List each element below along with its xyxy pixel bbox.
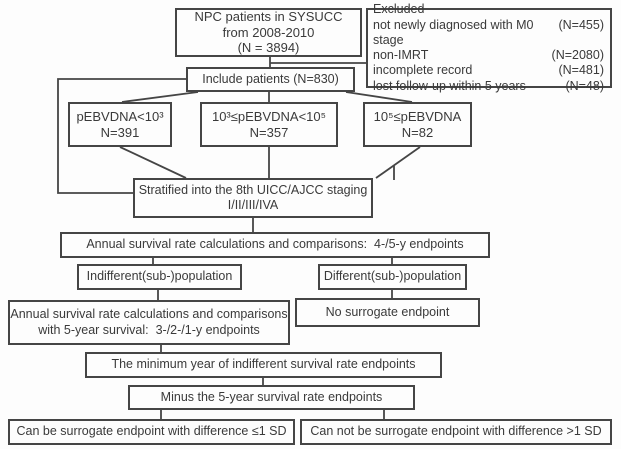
excluded-item-row: incomplete record (N=481) <box>373 63 604 78</box>
node-different-text: Different(sub-)population <box>323 269 462 284</box>
connector-ebv-high-to-stratified <box>375 146 421 179</box>
node-stratified-staging: Stratified into the 8th UICC/AJCC stagin… <box>133 178 373 218</box>
node-ebv-mid: 10³≤pEBVDNA<10⁵ N=357 <box>200 102 338 147</box>
node-ebv-high: 10⁵≤pEBVDNA N=82 <box>363 102 472 147</box>
connector-include-left-route-to-stratified <box>57 78 186 194</box>
node-ebv-high-line-1: 10⁵≤pEBVDNA <box>373 108 462 124</box>
node-can-be-surrogate-text: Can be surrogate endpoint with differenc… <box>16 424 287 439</box>
node-ebv-mid-line-2: N=357 <box>249 124 289 140</box>
excluded-item-label: not newly diagnosed with M0 stage <box>373 17 537 47</box>
node-indifferent-population: Indifferent(sub-)population <box>77 264 242 290</box>
excluded-item-count: (N=481) <box>558 63 604 78</box>
node-ebv-low-line-2: N=391 <box>100 124 140 140</box>
connector-ebv-low-to-stratified <box>119 146 187 179</box>
node-minimum-year-text: The minimum year of indifferent survival… <box>111 357 416 372</box>
node-npc-line-2: from 2008-2010 <box>222 24 315 40</box>
node-no-surrogate-endpoint: No surrogate endpoint <box>295 298 480 327</box>
node-npc-patients: NPC patients in SYSUCC from 2008-2010 (N… <box>175 8 362 57</box>
node-indifferent-text: Indifferent(sub-)population <box>86 269 233 284</box>
connector-lines <box>57 57 421 419</box>
connector-include-to-ebv-high <box>345 91 413 103</box>
node-ebv-low: pEBVDNA<10³ N=391 <box>68 102 172 147</box>
node-annual-45-text: Annual survival rate calculations and co… <box>86 237 464 252</box>
node-include-text: Include patients (N=830) <box>202 71 339 86</box>
node-annual-321-line-1: Annual survival rate calculations and co… <box>10 307 288 322</box>
excluded-item-label: lost follow-up within 5 years <box>373 78 526 93</box>
node-different-population: Different(sub-)population <box>318 264 467 290</box>
node-excluded: Excluded not newly diagnosed with M0 sta… <box>366 2 612 93</box>
node-cannot-be-surrogate-text: Can not be surrogate endpoint with diffe… <box>310 424 602 439</box>
node-ebv-mid-line-1: 10³≤pEBVDNA<10⁵ <box>211 108 327 124</box>
node-ebv-low-line-1: pEBVDNA<10³ <box>76 108 164 124</box>
node-npc-line-3: (N = 3894) <box>237 40 300 56</box>
node-minimum-year: The minimum year of indifferent survival… <box>85 352 442 378</box>
excluded-item-row: non-IMRT (N=2080) <box>373 48 604 63</box>
node-npc-line-1: NPC patients in SYSUCC <box>194 8 343 24</box>
excluded-item-count: (N=455) <box>558 17 604 32</box>
node-can-be-surrogate: Can be surrogate endpoint with differenc… <box>8 419 295 445</box>
node-cannot-be-surrogate: Can not be surrogate endpoint with diffe… <box>300 419 612 445</box>
node-annual-321-endpoints: Annual survival rate calculations and co… <box>8 300 290 345</box>
excluded-item-count: (N=48) <box>565 78 604 93</box>
excluded-item-row: not newly diagnosed with M0 stage (N=455… <box>373 18 604 49</box>
node-minus-5year: Minus the 5-year survival rate endpoints <box>128 385 415 410</box>
excluded-item-label: incomplete record <box>373 63 473 78</box>
excluded-item-count: (N=2080) <box>551 48 604 62</box>
excluded-title: Excluded <box>373 2 425 17</box>
excluded-item-label: non-IMRT <box>373 48 429 62</box>
node-ebv-high-line-2: N=82 <box>401 124 434 140</box>
node-stratified-line-2: I/II/III/IVA <box>227 198 279 212</box>
node-minus-5year-text: Minus the 5-year survival rate endpoints <box>160 389 383 404</box>
node-no-surrogate-text: No surrogate endpoint <box>325 304 450 319</box>
excluded-title-row: Excluded <box>373 2 604 17</box>
node-stratified-line-1: Stratified into the 8th UICC/AJCC stagin… <box>138 182 368 197</box>
connector-include-to-ebv-low <box>121 91 199 103</box>
excluded-item-row: lost follow-up within 5 years (N=48) <box>373 79 604 94</box>
node-include-patients: Include patients (N=830) <box>186 67 355 92</box>
node-annual-45-endpoints: Annual survival rate calculations and co… <box>60 232 490 258</box>
node-annual-321-line-2: with 5-year survival: 3-/2-/1-y endpoint… <box>38 322 260 337</box>
